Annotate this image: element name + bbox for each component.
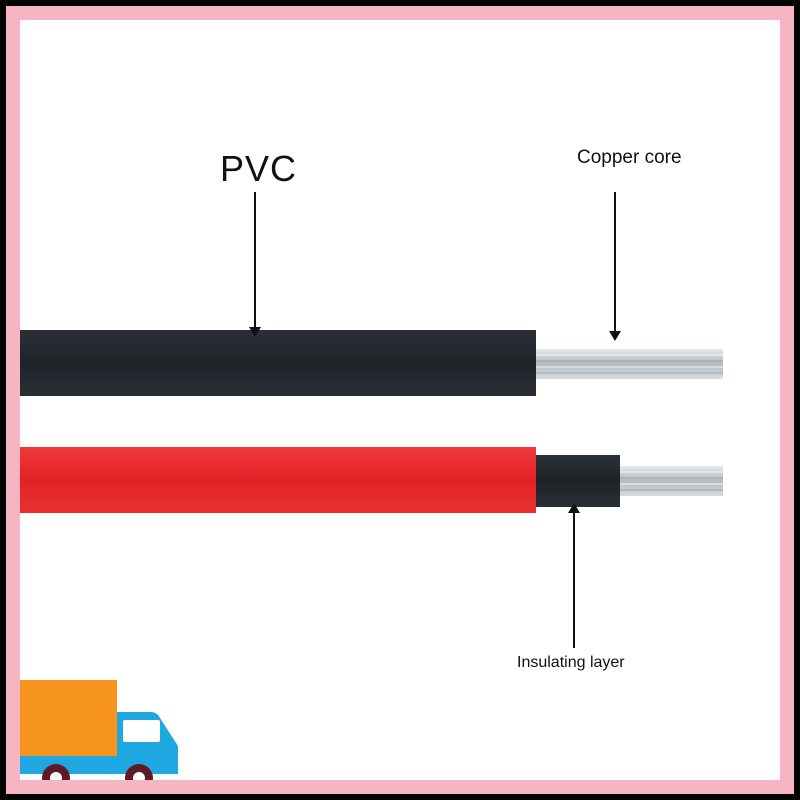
copper-core-label: Copper core <box>577 147 682 168</box>
top-black-pvc-sheath <box>20 330 536 396</box>
delivery-truck-icon <box>20 680 178 780</box>
bottom-copper-core <box>616 466 723 496</box>
cable-illustration <box>20 192 723 780</box>
top-copper-core <box>532 349 723 379</box>
cable-diagram: PVC Copper core Insulating layer <box>20 20 780 780</box>
bottom-insulating-layer <box>532 455 620 507</box>
bottom-red-pvc-sheath <box>20 447 536 513</box>
pvc-label: PVC <box>220 148 298 189</box>
insulating-layer-label: Insulating layer <box>517 654 625 671</box>
